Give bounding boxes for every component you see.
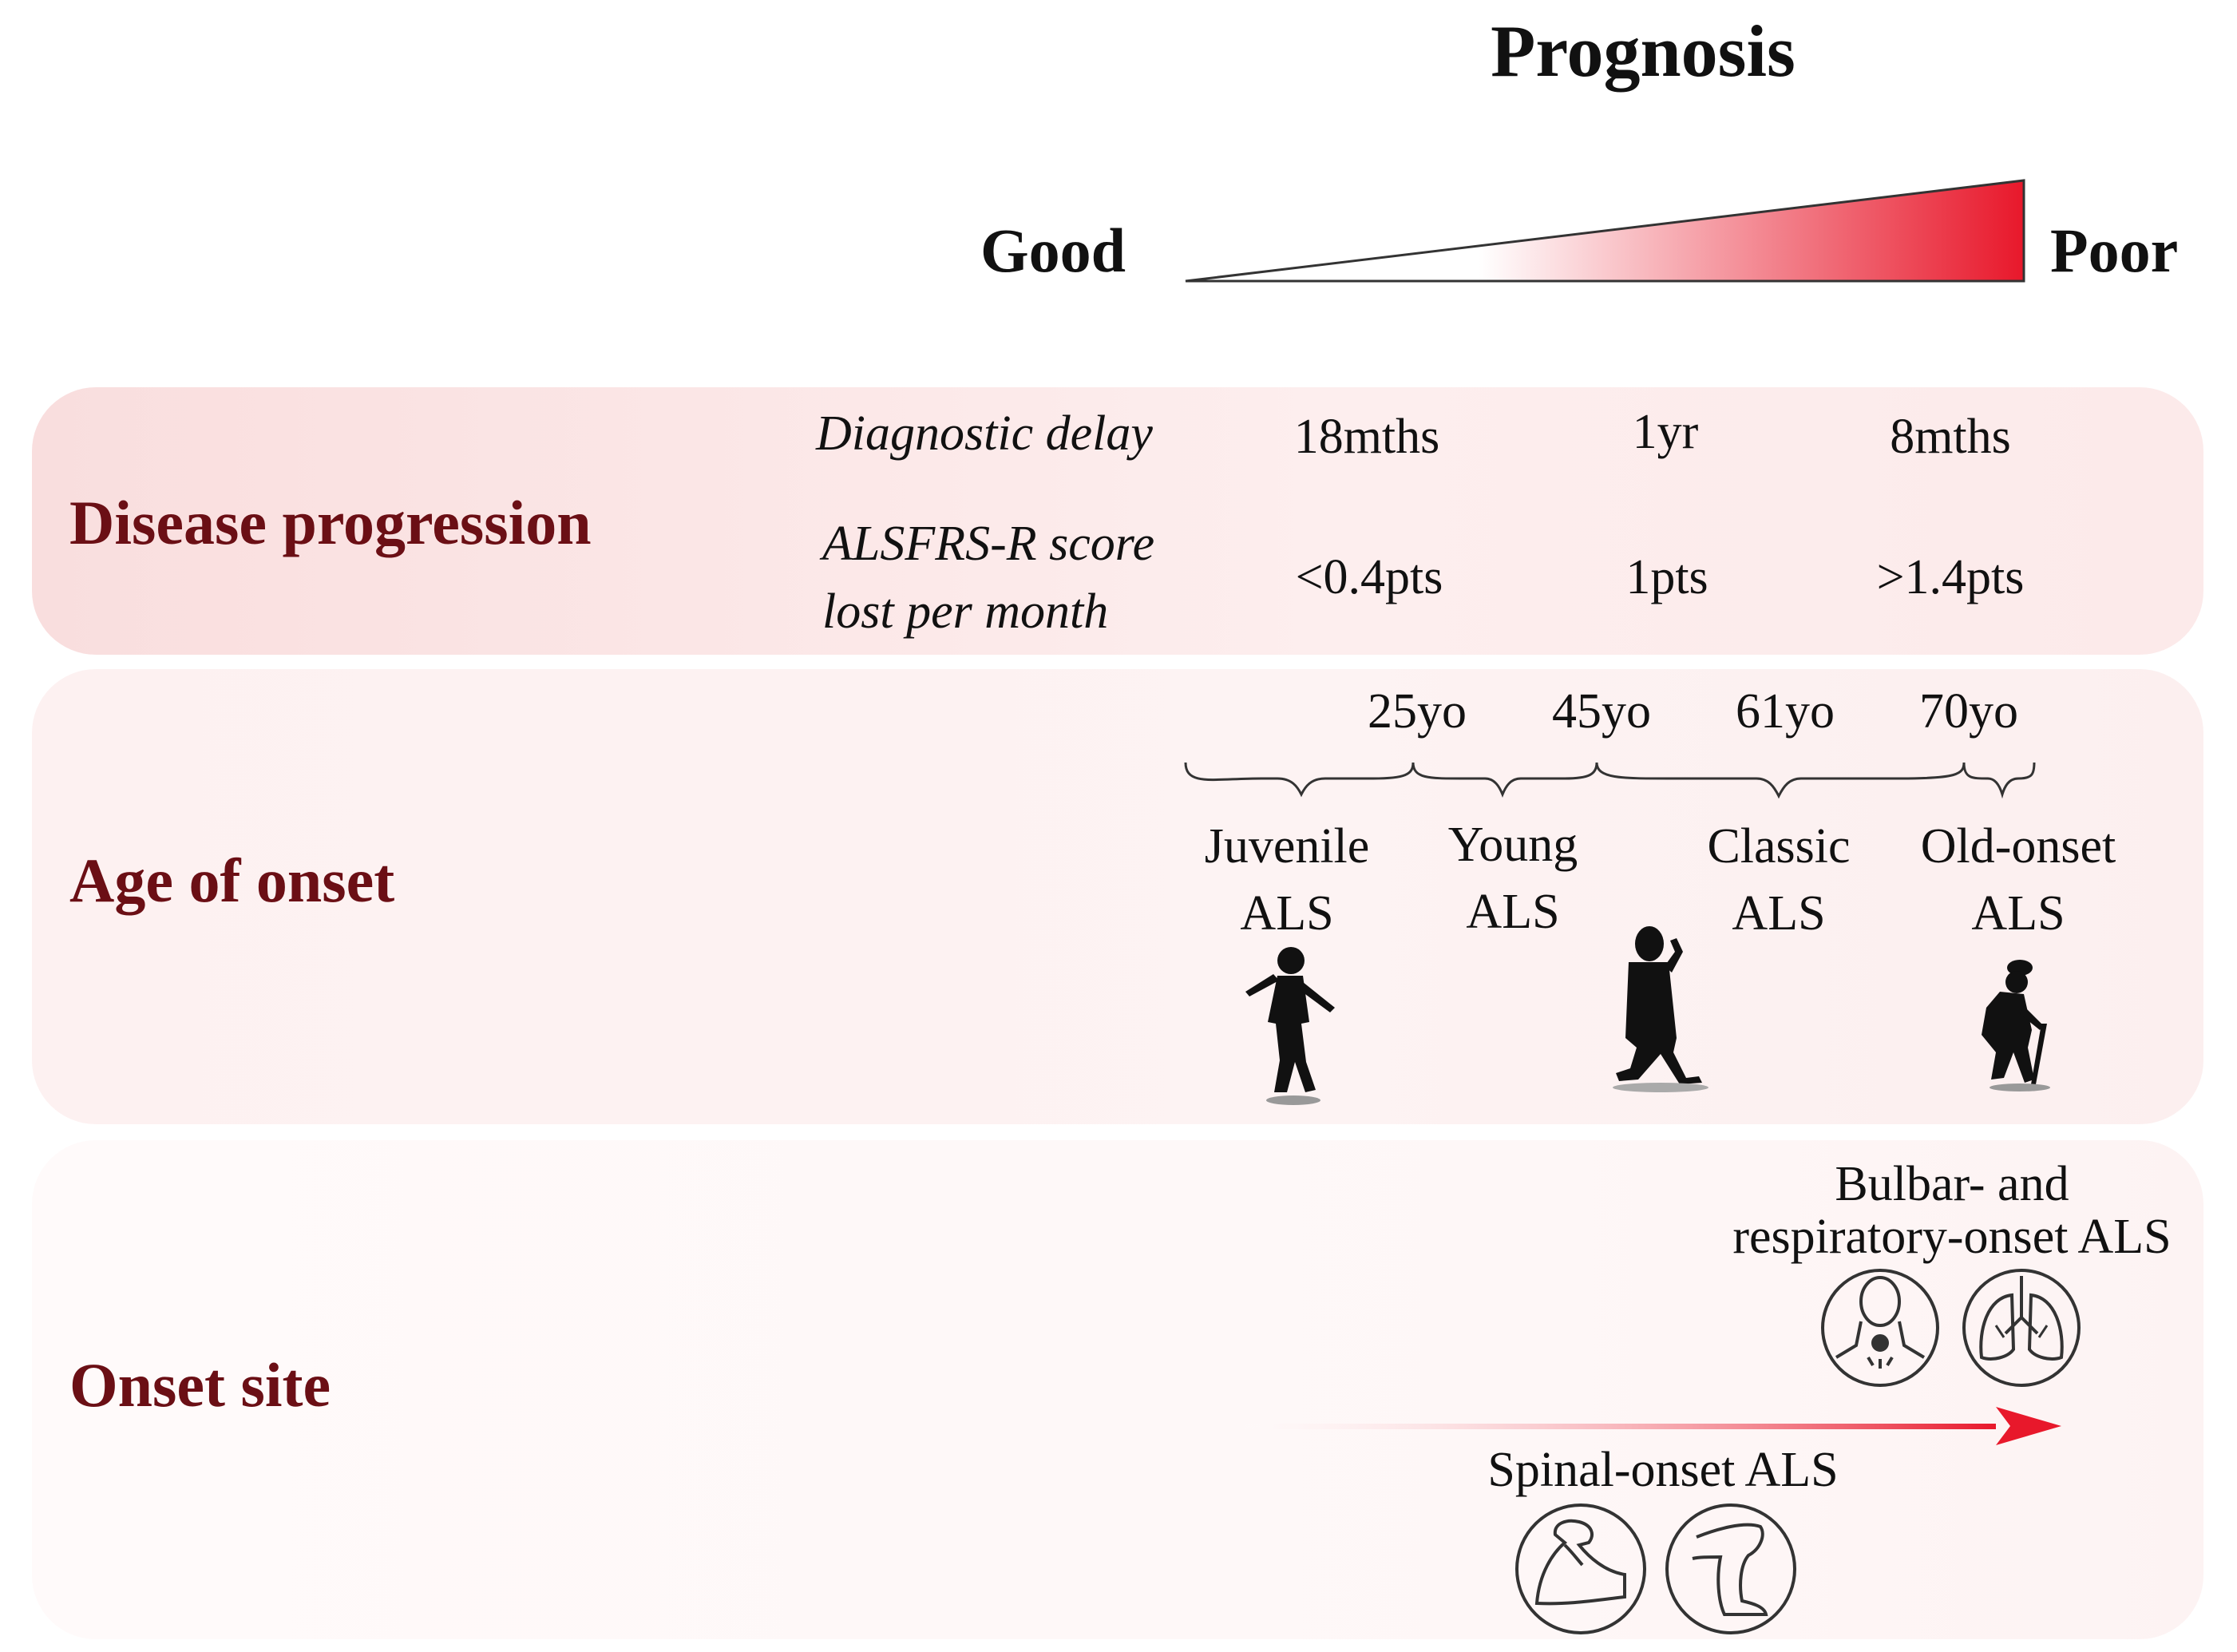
delay-value-good: 18mths: [1293, 410, 1440, 464]
bulbar-label-line1: Bulbar- and: [1835, 1157, 2069, 1211]
alsfrs-score-label-line1: ALSFRS-R score: [822, 517, 1155, 571]
spinal-arrow-head: [1996, 1407, 2061, 1445]
delay-value-mid: 1yr: [1632, 405, 1699, 459]
score-value-mid: 1pts: [1625, 550, 1708, 604]
diagnostic-delay-label: Diagnostic delay: [816, 406, 1153, 461]
age-tick-25: 25yo: [1368, 684, 1467, 739]
group-old-onset: Old-onset ALS: [1921, 813, 2116, 947]
walking-adult-icon: [1613, 926, 1708, 1092]
age-tick-61: 61yo: [1736, 684, 1835, 739]
group-young-line2: ALS: [1466, 885, 1560, 939]
disease-progression-panel: [32, 387, 2203, 655]
group-juvenile: Juvenile ALS: [1205, 813, 1370, 947]
brace-juvenile: [1184, 762, 1415, 798]
age-tick-45: 45yo: [1552, 684, 1651, 739]
group-juvenile-line1: Juvenile: [1204, 819, 1370, 874]
bulbar-label-line2: respiratory-onset ALS: [1732, 1210, 2172, 1264]
bulbar-label: Bulbar- and respiratory-onset ALS: [1732, 1158, 2171, 1263]
group-old-onset-line2: ALS: [1971, 886, 2065, 941]
walking-child-icon: [1245, 947, 1335, 1105]
throat-icon: [1821, 1269, 1939, 1387]
score-value-poor: >1.4pts: [1876, 550, 2025, 604]
arm-muscle-icon: [1515, 1503, 1646, 1634]
good-label: Good: [980, 216, 1126, 285]
elderly-with-cane-icon: [1982, 960, 2050, 1091]
score-value-good: <0.4pts: [1295, 550, 1443, 604]
page-title: Prognosis: [1491, 10, 1796, 92]
group-classic-line2: ALS: [1732, 886, 1826, 941]
group-juvenile-line2: ALS: [1240, 886, 1334, 941]
alsfrs-score-label-line2: lost per month: [822, 584, 1109, 639]
delay-value-poor: 8mths: [1890, 410, 2011, 464]
brace-classic: [1595, 762, 1966, 799]
brace-young: [1411, 762, 1598, 798]
group-classic: Classic ALS: [1707, 813, 1850, 947]
brace-old-onset: [1962, 762, 2036, 799]
group-old-onset-line1: Old-onset: [1920, 819, 2116, 874]
group-young-line1: Young: [1447, 818, 1578, 872]
disease-progression-title: Disease progression: [69, 488, 592, 557]
prognosis-gradient-wedge: [1185, 179, 2025, 283]
poor-label: Poor: [2050, 216, 2179, 285]
lungs-icon: [1962, 1269, 2081, 1387]
onset-site-title: Onset site: [69, 1350, 331, 1420]
leg-icon: [1665, 1503, 1796, 1634]
age-of-onset-title: Age of onset: [69, 846, 395, 915]
spinal-arrow-shaft: [1245, 1424, 1996, 1429]
group-classic-line1: Classic: [1707, 819, 1851, 874]
group-young: Young ALS: [1448, 811, 1578, 945]
spinal-label: Spinal-onset ALS: [1487, 1443, 1839, 1497]
onset-site-panel: [32, 1140, 2203, 1639]
age-of-onset-panel: [32, 669, 2203, 1124]
age-tick-70: 70yo: [1919, 684, 2018, 739]
